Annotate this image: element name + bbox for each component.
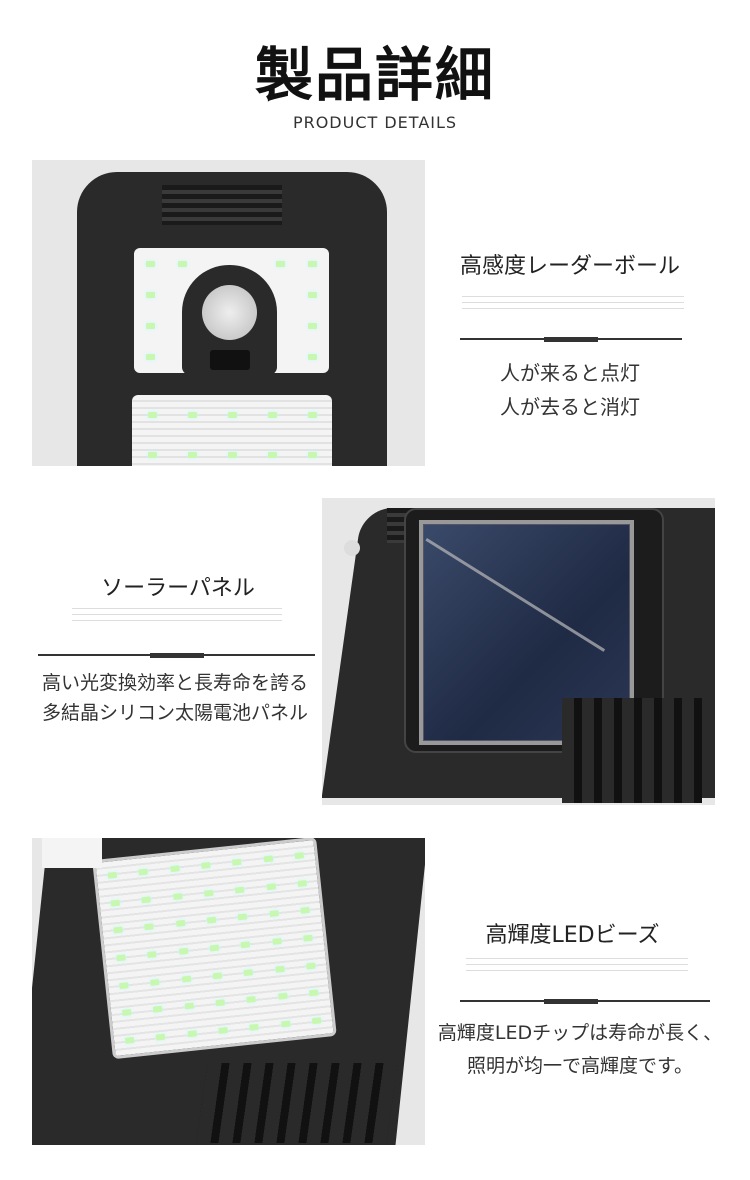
- description-line: 人が来ると点灯: [500, 361, 640, 385]
- section-description: 高い光変換効率と長寿命を誇る 多結晶シリコン太陽電池パネル: [20, 668, 330, 728]
- section-title: 高感度レーダーボール: [459, 254, 680, 279]
- description-line: 多結晶シリコン太陽電池パネル: [41, 702, 308, 724]
- description-line: 高輝度LEDチップは寿命が長く、: [437, 1022, 723, 1044]
- description-line: 高い光変換効率と長寿命を誇る: [41, 672, 308, 694]
- divider-accent: [544, 999, 598, 1004]
- divider-accent: [544, 337, 598, 342]
- section-description: 高輝度LEDチップは寿命が長く、 照明が均一で高輝度です。: [430, 1017, 730, 1083]
- fine-print: [72, 606, 282, 626]
- section-title: 高輝度LEDビーズ: [485, 923, 660, 948]
- fine-print: [466, 956, 688, 976]
- divider-accent: [150, 653, 204, 658]
- section-description: 人が来ると点灯 人が去ると消灯: [440, 356, 700, 424]
- sensor-light-photo: [32, 160, 425, 466]
- description-line: 人が去ると消灯: [500, 395, 640, 419]
- led-beads-photo: [32, 838, 425, 1145]
- section-title: ソーラーパネル: [101, 576, 255, 601]
- fine-print: [462, 294, 684, 314]
- description-line: 照明が均一で高輝度です。: [466, 1055, 694, 1077]
- page-title: 製品詳細: [254, 41, 495, 109]
- solar-panel-photo: [322, 498, 715, 805]
- page-subtitle: PRODUCT DETAILS: [292, 113, 458, 132]
